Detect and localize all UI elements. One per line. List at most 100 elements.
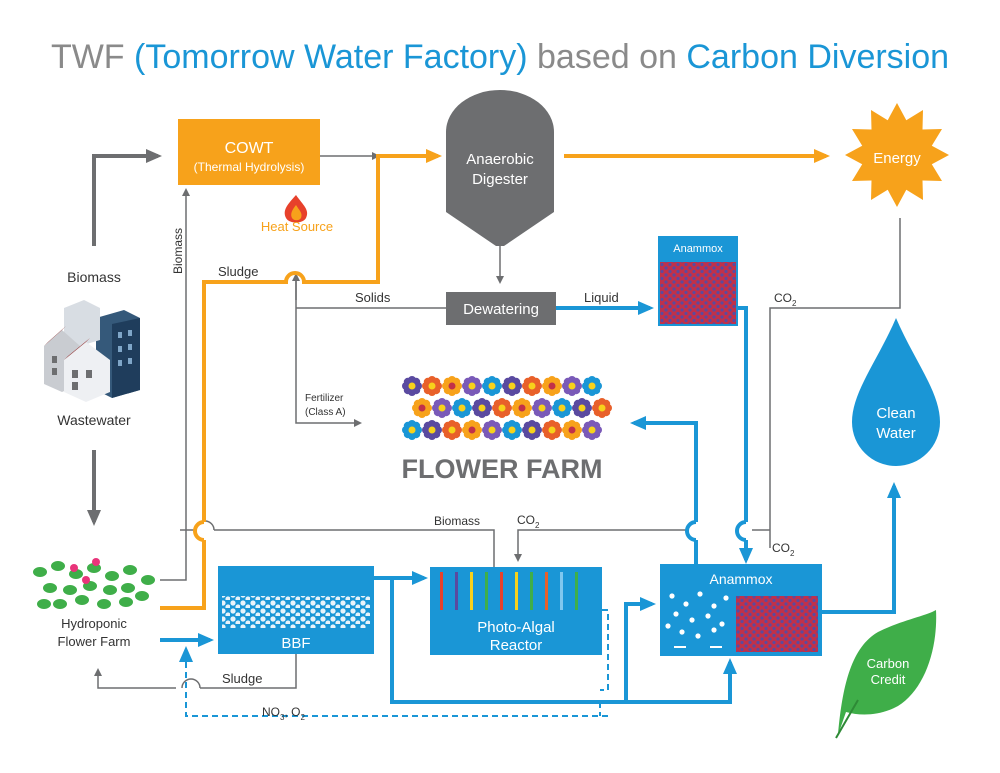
flower-icon: [442, 376, 462, 396]
flower-icon: [482, 376, 502, 396]
flower-icon: [542, 376, 562, 396]
blue-hops: [685, 520, 747, 542]
flower-icon: [462, 376, 482, 396]
bubble: [705, 613, 711, 619]
flower-farm: FLOWER FARM: [402, 376, 612, 484]
flower-icon: [552, 398, 572, 418]
heat-source-to-fertilizer-line: [295, 275, 362, 427]
flower-icon: [472, 398, 492, 418]
biomass-mid-label: Biomass: [434, 514, 480, 528]
flower-icon: [542, 420, 562, 440]
hydroponic-line2: Flower Farm: [58, 634, 131, 649]
lily-pad: [105, 571, 119, 581]
flower-icon: [572, 398, 592, 418]
photo-algal-biomass-line: [214, 529, 495, 567]
lily-pad: [119, 597, 133, 607]
bubble: [679, 629, 685, 635]
light-bar: [560, 572, 563, 610]
flower-icon: [532, 398, 552, 418]
flower-icon: [462, 420, 482, 440]
light-bar: [500, 572, 503, 610]
flower-icon: [592, 398, 612, 418]
lily-pad: [37, 599, 51, 609]
heat-source: Heat Source: [261, 195, 333, 234]
anammox-top-to-bottom: [738, 306, 746, 560]
flower-icon: [432, 398, 452, 418]
title-part2: (Tomorrow Water Factory): [134, 38, 528, 76]
clean-water-drop: Clean Water: [852, 318, 940, 466]
clean-water-line2: Water: [876, 425, 915, 442]
liquid-label: Liquid: [584, 290, 619, 305]
dashed-recycle-lines: [179, 609, 609, 717]
lily-pad: [63, 585, 77, 595]
page-title: TWF (Tomorrow Water Factory) based on Ca…: [0, 38, 1000, 77]
light-bar: [440, 572, 443, 610]
hydroponic-plants-icon: [33, 558, 155, 609]
input-arrows: [87, 149, 162, 526]
flower-icon: [562, 376, 582, 396]
bubble: [683, 601, 689, 607]
anammox-bottom-box: Anammox: [660, 564, 822, 656]
biomass-to-cowt-arrow: [92, 149, 162, 246]
bubble: [711, 603, 717, 609]
flower-bud: [82, 576, 90, 584]
bbf-label: BBF: [281, 635, 310, 652]
flower-grid-icon: [402, 376, 612, 440]
flower-icon: [492, 398, 512, 418]
lily-pad: [33, 567, 47, 577]
light-bar: [515, 572, 518, 610]
title-part1: TWF: [50, 38, 135, 76]
fire-icon: [284, 195, 308, 223]
flower-icon: [582, 420, 602, 440]
bbf-sludge-hop: [181, 678, 201, 689]
bubble: [697, 591, 703, 597]
light-bar: [455, 572, 458, 610]
anaerobic-digester: Anaerobic Digester: [446, 90, 554, 246]
sludge-orange-line: [160, 156, 438, 610]
lily-pad: [97, 599, 111, 609]
lily-pad: [135, 591, 149, 601]
flower-bud: [92, 558, 100, 566]
carbon-credit-leaf: Carbon Credit: [835, 610, 937, 739]
light-bar: [470, 572, 473, 610]
flower-icon: [562, 420, 582, 440]
carbon-credit-line2: Credit: [871, 672, 906, 687]
bbf-bypass-to-anammox-up: [624, 597, 656, 702]
energy-label: Energy: [873, 150, 921, 167]
anammox-top-box: Anammox: [658, 236, 738, 326]
bubble: [673, 611, 679, 617]
light-bar: [545, 572, 548, 610]
gray-flow-lines: [94, 152, 901, 689]
sludge-hop: [193, 520, 205, 542]
cowt-box: COWT (Thermal Hydrolysis): [178, 119, 320, 185]
bbf-sludge-line-end: [94, 668, 176, 689]
sludge-top-label: Sludge: [218, 264, 258, 279]
biomass-vertical-label: Biomass: [171, 228, 185, 274]
photo-algal-line2: Reactor: [490, 637, 543, 654]
lily-pad: [75, 595, 89, 605]
anammox-bottom-label: Anammox: [709, 571, 772, 587]
bbf-bypass-line: [386, 576, 626, 704]
bbf-sludge-line: [200, 652, 297, 689]
flower-icon: [522, 420, 542, 440]
energy-co2-line: [769, 218, 901, 548]
light-bar: [575, 572, 578, 610]
light-bar: [530, 572, 533, 610]
hydroponic-line1: Hydroponic: [61, 616, 127, 631]
aeration-bubbles: [665, 591, 729, 648]
reactor-light-bars: [440, 572, 578, 610]
flower-icon: [452, 398, 472, 418]
lily-pad: [43, 583, 57, 593]
flower-icon: [512, 398, 532, 418]
solids-label: Solids: [355, 290, 391, 305]
flower-icon: [422, 376, 442, 396]
bubble: [719, 621, 725, 627]
energy-star: Energy: [845, 103, 949, 207]
heat-source-label: Heat Source: [261, 219, 333, 234]
dewatering-box: Dewatering: [446, 292, 556, 325]
flower-icon: [442, 420, 462, 440]
carbon-credit-line1: Carbon: [867, 656, 910, 671]
fertilizer-label: Fertilizer: [305, 393, 344, 404]
bubble: [689, 617, 695, 623]
